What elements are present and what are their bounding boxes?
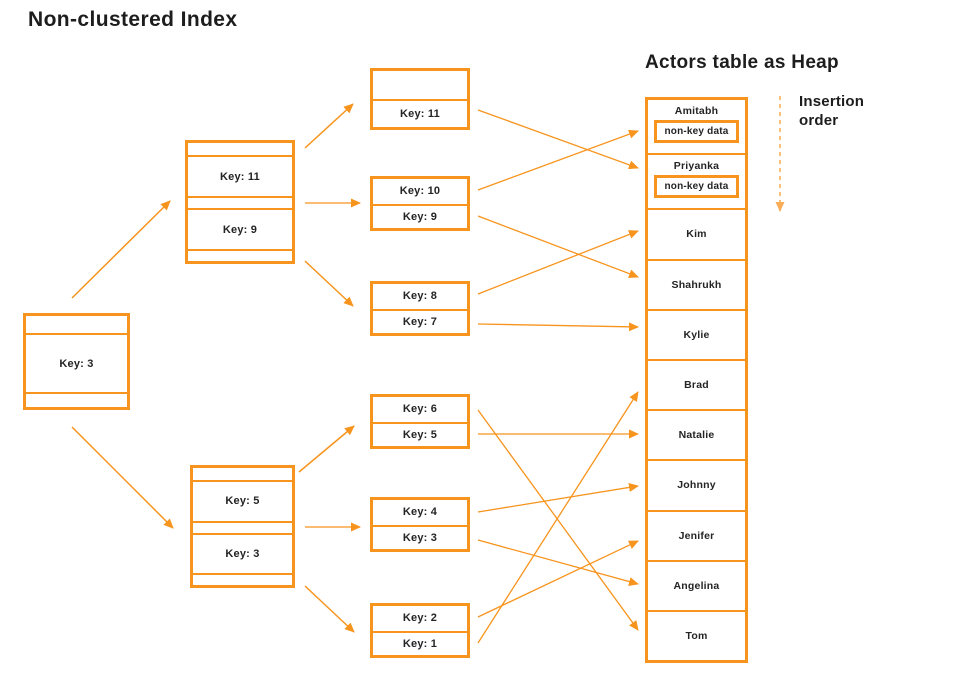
actor-name: Johnny [677,479,716,492]
heap-row-tom: Tom [648,609,745,661]
actor-name: Shahrukh [671,278,722,291]
heap-row-johnny: Johnny [648,459,745,510]
actors-heap-table: Amitabh non-key data Priyanka non-key da… [645,97,748,663]
page-title: Non-clustered Index [28,8,238,31]
actor-name: Priyanka [673,160,720,173]
pointer-cell [193,573,292,585]
leaf2-key-cell: Key: 10 [399,185,441,198]
leaf5-key-cell: Key: 4 [402,506,438,519]
index-leaf-node-4: Key: 6 Key: 5 [370,394,470,449]
leaf6-key-cell: Key: 1 [373,630,467,656]
actor-name: Tom [685,629,708,642]
arrow-key1-to-brad [477,391,639,644]
pointer-cell [188,196,292,208]
leaf4-key-cell: Key: 5 [373,421,467,447]
heap-row-angelina: Angelina [648,559,745,610]
index-leaf-node-3: Key: 8 Key: 7 [370,281,470,336]
arrow-key7-to-kylie [477,322,639,332]
actor-name: Jenifer [678,529,715,542]
actor-name: Angelina [673,579,720,592]
heap-row-kim: Kim [648,208,745,259]
internal2-key2-cell: Key: 3 [193,532,292,574]
leaf3-key-cell: Key: 8 [402,290,438,303]
arrow-key3-to-angelina [477,539,639,586]
insertion-order-label: Insertion order [799,93,865,129]
actor-name: Brad [684,379,709,392]
heap-row-amitabh: Amitabh non-key data [648,100,745,154]
leaf1-key-cell: Key: 11 [373,99,467,127]
heap-row-brad: Brad [648,358,745,410]
heap-row-natalie: Natalie [648,409,745,460]
internal1-key1-cell: Key: 11 [188,155,292,196]
leaf1-empty-cell [373,71,467,99]
index-leaf-node-1: Key: 11 [370,68,470,130]
arrow-key9-to-shahrukh [477,215,639,278]
arrow-root-to-internal-bottom [71,426,174,529]
heap-row-shahrukh: Shahrukh [648,258,745,309]
arrow-key4-to-johnny [477,483,639,513]
index-leaf-node-5: Key: 4 Key: 3 [370,497,470,552]
arrow-key11-to-priyanka [477,109,639,170]
arrow-key8-to-kim [477,230,639,295]
arrow-internal2-to-leaf4 [298,425,355,473]
index-internal-node-2: Key: 5 Key: 3 [190,465,295,588]
actor-name: Kylie [683,328,710,341]
index-root-node: Key: 3 [23,313,130,410]
non-key-data-box: non-key data [654,120,739,143]
index-leaf-node-6: Key: 2 Key: 1 [370,603,470,658]
leaf2-key-cell: Key: 9 [373,203,467,229]
actor-name: Kim [686,228,707,241]
arrow-internal1-to-leaf3 [304,260,354,307]
index-leaf-node-2: Key: 10 Key: 9 [370,176,470,231]
arrow-key2-to-jenifer [477,540,639,618]
actor-name: Natalie [678,429,715,442]
pointer-cell [193,520,292,533]
root-key-cell: Key: 3 [26,333,127,392]
index-internal-node-1: Key: 11 Key: 9 [185,140,295,264]
actor-name: Amitabh [674,105,719,117]
leaf4-key-cell: Key: 6 [402,403,438,416]
pointer-cell [193,468,292,480]
heap-row-kylie: Kylie [648,308,745,359]
arrow-key10-to-amitabh [477,129,639,191]
heap-row-jenifer: Jenifer [648,509,745,560]
pointer-cell [188,143,292,155]
leaf6-key-cell: Key: 2 [402,612,438,625]
heap-row-priyanka: Priyanka non-key data [648,153,745,209]
root-pointer-cell [26,392,127,407]
arrow-key6-to-tom [477,409,639,631]
arrow-root-to-internal-top [71,200,171,299]
leaf5-key-cell: Key: 3 [373,524,467,550]
internal1-key2-cell: Key: 9 [188,208,292,249]
pointer-cell [188,249,292,261]
arrow-internal2-to-leaf6 [304,585,355,633]
non-key-data-box: non-key data [654,175,739,199]
arrow-internal1-to-leaf1 [304,103,354,149]
heap-table-title: Actors table as Heap [645,52,839,73]
root-pointer-cell [26,316,127,333]
leaf3-key-cell: Key: 7 [373,308,467,334]
internal2-key1-cell: Key: 5 [193,480,292,521]
